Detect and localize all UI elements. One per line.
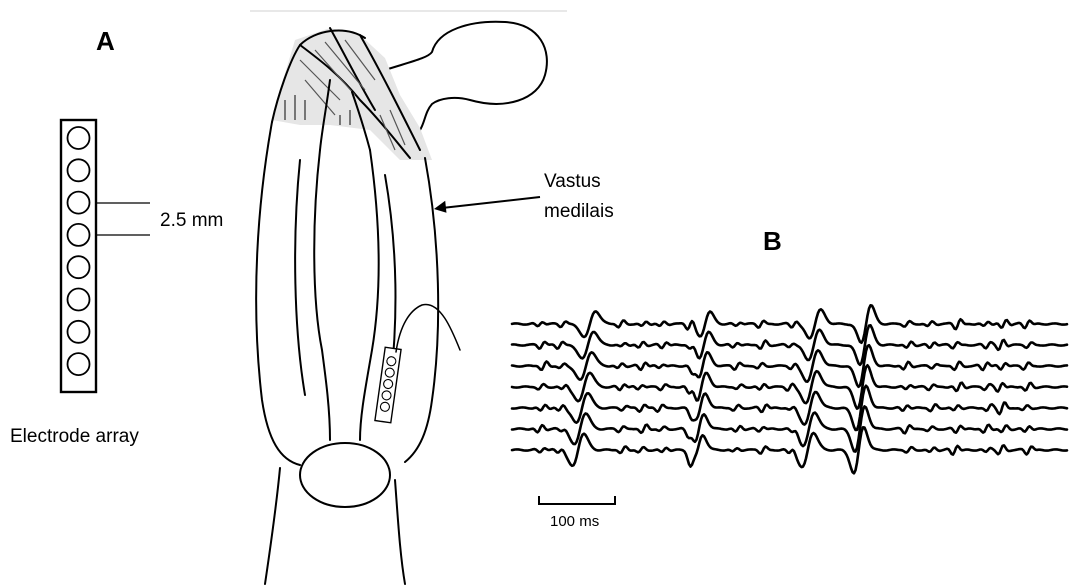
panel-label-a: A <box>96 26 115 56</box>
time-scale-label: 100 ms <box>550 513 599 530</box>
electrode-cable <box>396 304 460 352</box>
electrode-contact <box>68 224 90 246</box>
emg-channel-trace <box>512 305 1067 342</box>
electrode-contacts <box>68 127 90 375</box>
muscle-label-line2: medilais <box>544 201 614 222</box>
electrode-array <box>61 120 96 392</box>
emg-channel-trace <box>512 406 1067 451</box>
electrode-contact <box>68 192 90 214</box>
vastus-lateralis-border <box>295 160 305 395</box>
electrode-contact <box>68 159 90 181</box>
patella <box>300 443 390 507</box>
electrode-contact <box>68 127 90 149</box>
electrode-array-caption: Electrode array <box>10 426 139 447</box>
panel-label-b: B <box>763 226 782 256</box>
time-scale-bar <box>539 496 615 504</box>
electrode-contact <box>68 289 90 311</box>
lower-leg-right <box>395 480 405 584</box>
thigh-outline-left <box>256 122 300 465</box>
emg-traces <box>512 305 1067 473</box>
muscle-label-line1: Vastus <box>544 171 601 192</box>
rectus-femoris-right <box>360 150 379 440</box>
muscle-pointer-arrow <box>442 197 540 208</box>
emg-channel-trace <box>512 325 1067 365</box>
emg-channel-trace <box>512 427 1067 473</box>
spacing-marker <box>97 203 150 235</box>
thigh-drawing <box>250 11 567 584</box>
electrode-contact <box>68 353 90 375</box>
rectus-femoris-left <box>314 150 330 440</box>
emg-channel-trace <box>512 386 1067 430</box>
electrode-contact <box>68 321 90 343</box>
electrode-contact <box>68 256 90 278</box>
spacing-label: 2.5 mm <box>160 210 223 231</box>
muscle-electrode-array <box>375 304 460 422</box>
lower-leg-left <box>265 468 280 584</box>
thigh-outline-right <box>405 158 438 462</box>
